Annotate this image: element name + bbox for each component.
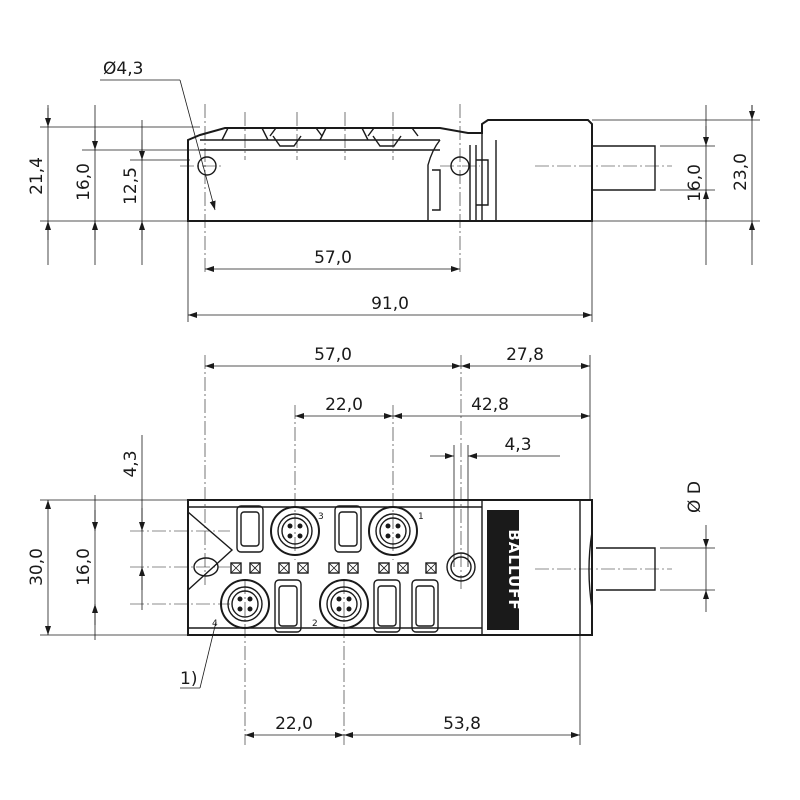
side-view: Ø4,3 21,4 16,0 12,5 16,0 23,0 57,0: [27, 59, 760, 322]
top-height-total-label: 30,0: [27, 548, 47, 586]
top-lower-offset-label: 53,8: [443, 714, 481, 734]
side-length-total-label: 91,0: [371, 294, 409, 314]
footnote-marker: 1): [180, 669, 197, 689]
side-height-total-label: 21,4: [27, 157, 47, 195]
side-endcap-detail: [427, 133, 497, 221]
brand-band: [487, 510, 519, 630]
top-cable: [588, 531, 593, 609]
port-number-1: 1: [418, 512, 424, 522]
side-right-height-total-label: 23,0: [731, 153, 751, 191]
brand-logo-text: BALLUFF: [505, 529, 523, 610]
side-hole-spacing-label: 57,0: [314, 248, 352, 268]
side-height-mid-label: 16,0: [74, 163, 94, 201]
side-hole-dia-label: Ø4,3: [103, 59, 143, 79]
upper-row: 3 1: [236, 505, 424, 556]
top-view: BALLUFF 3: [27, 345, 715, 745]
side-housing-outline: [187, 119, 593, 222]
top-hole-dia-label: 4,3: [504, 435, 531, 455]
top-cable-dia-label: Ø D: [685, 481, 705, 513]
top-housing-outline: [187, 499, 593, 636]
top-upper-pitch-label: 22,0: [325, 395, 363, 415]
top-height-mid-label: 16,0: [74, 548, 94, 586]
side-cable: [592, 145, 656, 191]
top-hole-spacing-label: 57,0: [314, 345, 352, 365]
top-lower-pitch-label: 22,0: [275, 714, 313, 734]
led-row: [230, 562, 437, 574]
top-cable-length-label: 27,8: [506, 345, 544, 365]
side-height-low-label: 12,5: [121, 167, 141, 205]
side-connector-tops: [200, 127, 440, 151]
lower-row: 4 2: [212, 579, 439, 633]
port-number-2: 2: [312, 619, 318, 629]
top-height-small-label: 4,3: [121, 450, 141, 477]
top-left-chamfer: [187, 511, 234, 591]
top-upper-offset-label: 42,8: [471, 395, 509, 415]
side-right-height-mid-label: 16,0: [685, 164, 705, 202]
port-number-4: 4: [212, 619, 218, 629]
port-number-3: 3: [318, 512, 324, 522]
